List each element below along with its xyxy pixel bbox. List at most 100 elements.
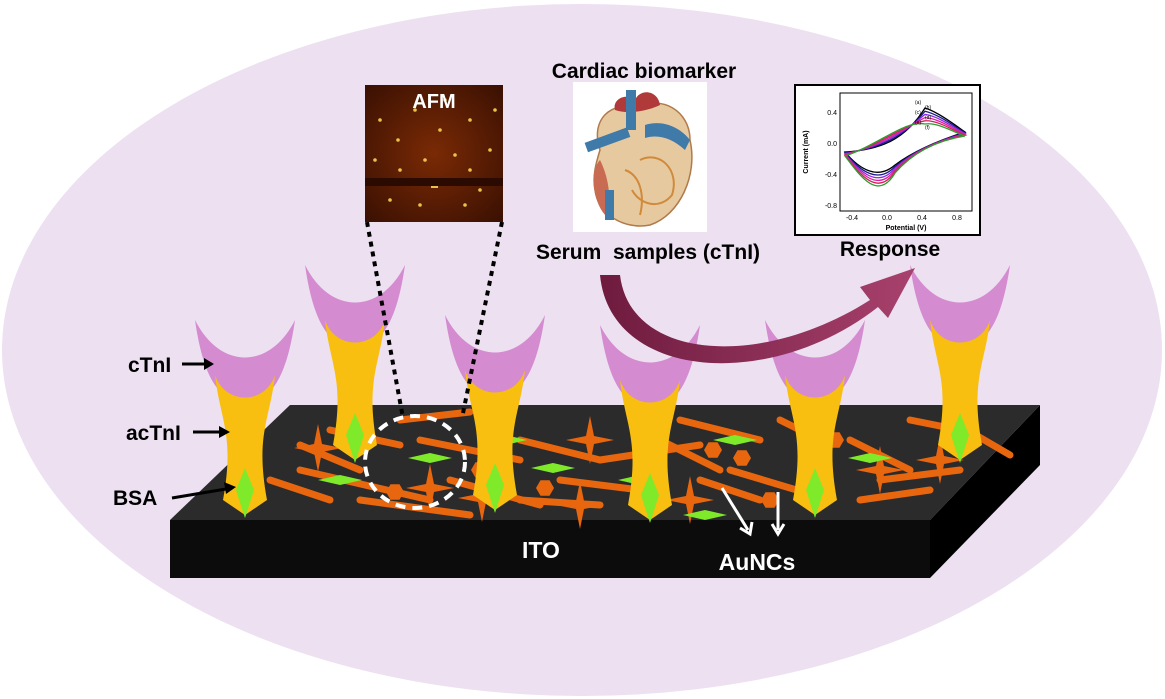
aunc-star	[666, 476, 714, 524]
aunc-star	[406, 464, 454, 512]
aunc-star	[566, 416, 614, 464]
aunc-star	[916, 436, 964, 484]
afm-image: AFM	[365, 85, 503, 222]
antibody-antigen-stack	[305, 265, 405, 463]
aunc-star	[856, 446, 904, 494]
afm-speck	[413, 108, 417, 112]
cv-x-tick: 0.8	[952, 215, 962, 222]
ctni-label: cTnI	[128, 354, 171, 377]
auncs-label: AuNCs	[719, 549, 796, 575]
ito-label: ITO	[522, 537, 560, 563]
aunc-rod	[516, 436, 604, 464]
zoom-line-right	[460, 221, 504, 419]
cv-y-tick: -0.4	[825, 172, 837, 179]
response-label: Response	[840, 238, 940, 261]
auncs-arrow-icon	[720, 487, 786, 537]
cv-x-tick: 0.0	[882, 215, 892, 222]
antibody-antigen-stack	[445, 315, 545, 513]
ctni-antigen	[910, 265, 1010, 350]
afm-speck	[398, 168, 402, 172]
zoom-line-left	[365, 221, 405, 419]
aunc-rod	[676, 416, 764, 444]
actni-label: acTnI	[126, 422, 181, 445]
aunc-hexagon	[704, 442, 722, 458]
aunc-rod	[556, 476, 644, 494]
actni-antibody	[785, 375, 845, 515]
afm-speck	[396, 138, 400, 142]
bsa-diamond	[713, 435, 757, 445]
cv-y-tick: 0.0	[827, 141, 837, 148]
flow-arrow	[600, 268, 915, 364]
cv-curve-label: (c)	[915, 110, 921, 116]
aunc-star	[556, 481, 604, 529]
afm-speck	[468, 118, 472, 122]
cv-curve-label: (d)	[925, 115, 931, 121]
ctni-antigen	[305, 265, 405, 350]
actni-arrow-icon	[193, 426, 230, 438]
afm-speck	[378, 118, 382, 122]
cv-curve	[843, 120, 968, 184]
afm-speck	[438, 128, 442, 132]
cv-curve-label: (b)	[925, 105, 931, 111]
bsa-diamond	[346, 413, 364, 463]
bsa-diamond	[848, 453, 892, 463]
cv-curve	[843, 110, 967, 176]
antibody-antigen-stack	[765, 320, 865, 518]
aunc-rod	[876, 466, 964, 484]
afm-speck	[373, 158, 377, 162]
antibody-antigen-stack	[600, 325, 700, 523]
afm-speck	[493, 108, 497, 112]
ctni-arrow-icon	[182, 358, 214, 370]
afm-speck	[488, 148, 492, 152]
cv-curve	[843, 113, 967, 179]
cv-curve-label: (f)	[925, 125, 930, 131]
ctni-antigen	[445, 315, 545, 400]
aunc-rod	[296, 466, 434, 504]
bsa-diamond	[318, 475, 362, 485]
bsa-diamond	[408, 453, 452, 463]
aunc-hexagon	[536, 480, 554, 496]
aunc-hexagon	[386, 484, 404, 500]
actni-antibody	[465, 370, 525, 510]
cv-curve-label: (a)	[915, 100, 921, 106]
bsa-diamond	[683, 510, 727, 520]
ctni-antigen	[600, 325, 700, 410]
aunc-star	[294, 424, 342, 472]
aunc-hexagon	[733, 450, 751, 466]
afm-speck	[388, 198, 392, 202]
cv-y-tick: 0.4	[827, 110, 837, 117]
antibody-antigen-layer	[195, 265, 1010, 523]
aunc-rod	[856, 486, 934, 504]
cv-curve	[843, 122, 966, 187]
cv-y-tick: -0.8	[825, 203, 837, 210]
afm-speck	[418, 203, 422, 207]
antibody-antigen-stack	[910, 265, 1010, 463]
ctni-antigen	[195, 320, 295, 405]
bsa-label: BSA	[113, 487, 157, 510]
cv-x-tick: -0.4	[846, 215, 858, 222]
bsa-diamond	[806, 468, 824, 518]
bsa-diamond	[531, 463, 575, 473]
afm-speck	[443, 98, 447, 102]
actni-antibody	[325, 320, 385, 460]
bsa-diamond	[951, 413, 969, 463]
actni-antibody	[215, 375, 275, 515]
bsa-diamond	[641, 473, 659, 523]
bsa-arrow-icon	[171, 482, 236, 500]
cv-xlabel: Potential (V)	[886, 225, 927, 232]
afm-label: AFM	[412, 91, 455, 113]
cv-curve	[843, 116, 968, 182]
ctni-antigen	[765, 320, 865, 405]
aunc-rod	[266, 476, 334, 504]
bsa-diamond	[236, 468, 254, 518]
zoom-circle	[363, 414, 467, 510]
serum-label: Serum samples (cTnI)	[536, 241, 760, 264]
aunc-hexagon	[761, 492, 779, 508]
cv-curve	[843, 107, 967, 173]
actni-antibody	[930, 320, 990, 460]
afm-speck	[468, 168, 472, 172]
afm-speck	[478, 188, 482, 192]
